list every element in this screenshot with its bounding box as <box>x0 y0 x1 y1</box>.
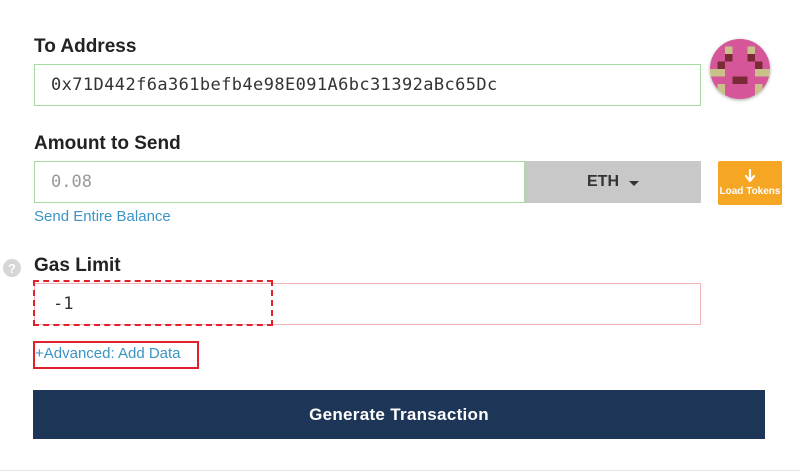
gas-limit-input[interactable]: -1 <box>34 283 701 325</box>
send-entire-balance-link[interactable]: Send Entire Balance <box>34 208 171 225</box>
gas-limit-value: -1 <box>53 294 74 314</box>
amount-input[interactable]: 0.08 <box>34 161 525 203</box>
generate-transaction-label: Generate Transaction <box>309 404 489 424</box>
advanced-highlight-box <box>33 341 199 369</box>
currency-label: ETH <box>587 173 619 190</box>
generate-transaction-button[interactable]: Generate Transaction <box>33 390 765 439</box>
help-icon[interactable]: ? <box>3 259 21 277</box>
address-identicon <box>710 39 770 99</box>
amount-label: Amount to Send <box>34 133 181 154</box>
to-address-input[interactable]: 0x71D442f6a361befb4e98E091A6bc31392aBc65… <box>34 64 701 106</box>
gas-limit-label: Gas Limit <box>34 255 121 276</box>
currency-dropdown[interactable]: ETH <box>525 161 701 203</box>
to-address-value: 0x71D442f6a361befb4e98E091A6bc31392aBc65… <box>51 75 498 95</box>
arrow-down-icon <box>744 169 756 183</box>
amount-value: 0.08 <box>51 172 92 192</box>
caret-down-icon <box>629 180 639 186</box>
to-address-label: To Address <box>34 36 137 57</box>
load-tokens-button[interactable]: Load Tokens <box>718 161 782 205</box>
advanced-add-data-link[interactable]: +Advanced: Add Data <box>35 345 181 362</box>
bottom-divider <box>0 470 800 471</box>
load-tokens-label: Load Tokens <box>719 186 781 197</box>
